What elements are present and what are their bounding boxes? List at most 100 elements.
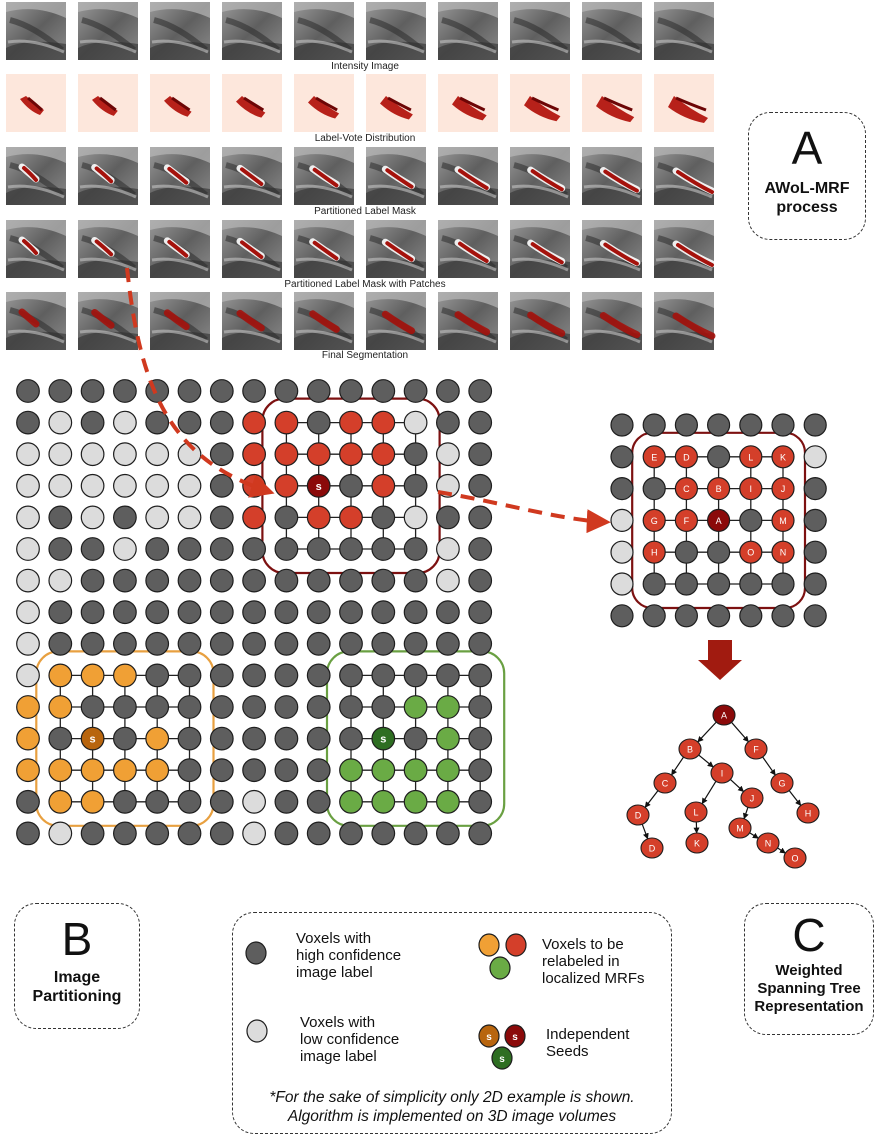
image-thumbnail: [654, 147, 716, 205]
relabel-voxel: [16, 695, 40, 719]
high-confidence-voxel: [16, 410, 40, 435]
high-confidence-voxel: [339, 695, 363, 719]
high-confidence-voxel: [771, 604, 795, 628]
high-confidence-voxel: [48, 379, 73, 403]
low-confidence-voxel: [16, 442, 40, 467]
image-thumbnail: [6, 2, 66, 60]
voxel-letter: O: [747, 548, 754, 558]
high-confidence-voxel: [610, 477, 634, 501]
high-confidence-voxel: [339, 726, 363, 751]
panel-c-caption-3: Representation: [754, 998, 864, 1015]
legend-seed-label: s: [499, 1054, 505, 1065]
high-confidence-voxel: [242, 663, 267, 688]
high-confidence-voxel: [274, 505, 299, 530]
relabel-voxel: [339, 789, 363, 814]
image-thumbnail: [510, 292, 570, 350]
relabel-voxel: [403, 789, 428, 814]
high-confidence-voxel: [674, 572, 699, 596]
relabel-voxel: [371, 789, 396, 814]
high-confidence-voxel: [468, 726, 493, 751]
legend-low-conf-line-3: image label: [300, 1048, 377, 1065]
tree-node: [653, 772, 677, 794]
legend-high-conf-line-1: Voxels with: [296, 930, 372, 947]
image-thumbnail: [294, 292, 354, 350]
high-confidence-voxel: [48, 537, 73, 561]
voxel-letter: E: [651, 452, 657, 462]
high-confidence-voxel: [371, 505, 396, 530]
low-confidence-voxel: [145, 505, 170, 530]
image-thumbnail: [150, 292, 210, 350]
high-confidence-voxel: [274, 568, 299, 593]
image-thumbnail: [78, 2, 138, 60]
tree-node: [770, 772, 794, 794]
tree-node-label: N: [765, 839, 772, 849]
tree-edge: [776, 846, 786, 854]
image-thumbnail: [366, 220, 426, 278]
image-thumbnail: [582, 147, 642, 205]
image-thumbnail: [150, 74, 210, 132]
image-thumbnail: [222, 2, 282, 60]
high-confidence-voxel: [739, 508, 763, 533]
relabel-voxel: [642, 445, 666, 469]
image-thumbnail: [438, 74, 498, 132]
high-confidence-voxel: [209, 568, 234, 593]
high-confidence-voxel: [274, 663, 299, 688]
high-confidence-voxel: [209, 410, 234, 435]
high-confidence-voxel: [145, 537, 170, 561]
low-confidence-voxel: [48, 473, 73, 498]
high-confidence-voxel: [112, 505, 137, 530]
high-confidence-voxel: [403, 821, 428, 846]
image-thumbnail: [6, 220, 66, 278]
image-thumbnail: [510, 220, 570, 278]
relabel-voxel: [274, 410, 299, 435]
image-thumbnail: [366, 74, 426, 132]
relabel-voxel: [436, 726, 460, 751]
relabel-voxel: [339, 410, 363, 435]
tree-node-label: H: [805, 809, 812, 819]
low-confidence-voxel: [16, 568, 40, 593]
tree-node: [685, 832, 709, 854]
legend-high-conf-text: Voxels with high confidence image label: [296, 930, 401, 981]
image-thumbnail: [654, 292, 716, 350]
legend-box: [232, 912, 672, 1134]
image-row-caption: Final Segmentation: [322, 350, 408, 361]
tree-node: [796, 802, 820, 824]
tree-edge: [788, 789, 802, 806]
low-confidence-voxel: [177, 473, 202, 498]
high-confidence-voxel: [145, 695, 170, 719]
high-confidence-voxel: [706, 445, 731, 469]
low-confidence-voxel: [80, 442, 105, 467]
low-confidence-voxel: [16, 505, 40, 530]
low-confidence-voxel: [177, 505, 202, 530]
tree-node-label: D: [649, 844, 656, 854]
image-thumbnail: [438, 2, 498, 60]
image-row-caption: Intensity Image: [331, 61, 399, 72]
low-confidence-voxel: [16, 600, 40, 625]
legend-seed-voxel: [491, 1046, 513, 1070]
tree-edge: [742, 806, 749, 820]
tree-node: [640, 837, 664, 859]
high-confidence-voxel: [403, 473, 428, 498]
image-thumbnail: [222, 220, 282, 278]
high-confidence-voxel: [468, 821, 493, 846]
legend-seeds-text: Independent Seeds: [546, 1026, 629, 1060]
high-confidence-voxel: [306, 821, 331, 846]
high-confidence-voxel: [209, 473, 234, 498]
relabel-voxel: [339, 505, 363, 530]
tree-node: [756, 832, 780, 854]
panel-a-caption-1: AWoL-MRF: [764, 180, 850, 197]
high-confidence-voxel: [274, 726, 299, 751]
image-thumbnail: [366, 292, 426, 350]
low-confidence-voxel: [242, 789, 267, 814]
high-confidence-voxel: [674, 540, 699, 564]
tree-node-label: L: [693, 808, 698, 818]
image-thumbnail: [510, 147, 570, 205]
tree-node: [684, 801, 708, 823]
high-confidence-voxel: [642, 413, 666, 437]
relabel-voxel: [771, 540, 795, 564]
voxel-letter: L: [748, 452, 753, 462]
high-confidence-voxel: [306, 568, 331, 593]
high-confidence-voxel: [306, 663, 331, 688]
relabel-voxel: [403, 695, 428, 719]
